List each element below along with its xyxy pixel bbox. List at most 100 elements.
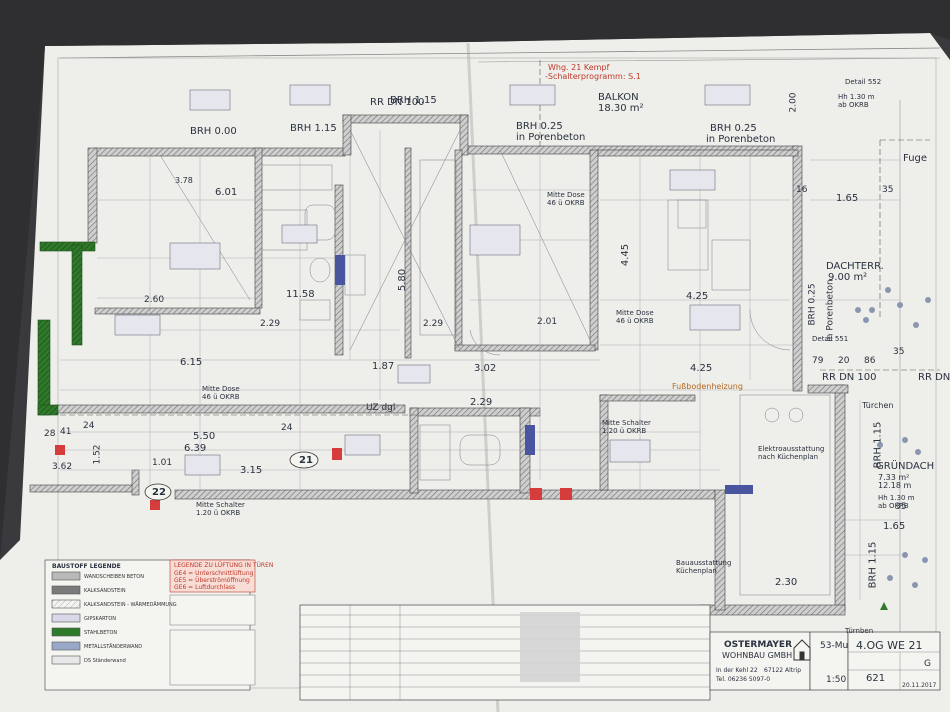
mitte-schalter-a: Mitte Schalter (196, 501, 245, 509)
dim-229-b: 2.29 (423, 319, 444, 329)
brh-115-b: BRH 1.15 (390, 95, 437, 106)
brh-025-a: BRH 0.25 (516, 121, 563, 132)
dim-362: 3.62 (52, 462, 73, 472)
gruendach-name: GRÜNDACH (876, 461, 935, 472)
hh-130-b: Hh 1.30 m (878, 494, 915, 502)
fuge-label: Fuge (903, 153, 928, 164)
balkon-name: BALKON (598, 92, 639, 103)
dim-28: 28 (44, 429, 56, 439)
legend-row-1: WANDSCHEIBEN BETON (84, 574, 144, 580)
brh-000: BRH 0.00 (190, 126, 237, 137)
legend-row-2: KALKSANDSTEIN (84, 588, 126, 594)
dachterr-name: DACHTERR. (826, 261, 884, 272)
dim-20: 20 (838, 356, 850, 366)
dim-86: 86 (864, 356, 876, 366)
plan-index: G (924, 659, 931, 669)
company-name-2: WOHNBAU GMBH (722, 651, 793, 660)
dim-24-a: 24 (83, 421, 95, 431)
dim-639: 6.39 (184, 443, 207, 454)
gruendach-area2: 12.18 m (878, 481, 912, 490)
ab-okrb-b: ab OKRB (878, 502, 909, 510)
project-code: 53-Mu (820, 641, 849, 651)
dim-601: 6.01 (215, 187, 238, 198)
brh-115-bottom: BRH 1.15 (867, 541, 879, 589)
mitte-dose-a: Mitte Dose (202, 385, 240, 393)
tuernben-label: Türnben (845, 627, 874, 635)
ventilation-legend-1: GE4 = Unterschnittlüftung (174, 570, 254, 577)
legend-row-5: STAHLBETON (84, 630, 118, 636)
dim-79: 79 (812, 356, 824, 366)
legend-row-4: GIPSKARTON (84, 616, 116, 622)
dim-229-a: 2.29 (260, 319, 281, 329)
elektro-label: Elektroausstattung (758, 445, 825, 453)
okrb-46-b: 46 ü OKRB (616, 317, 654, 325)
porenbeton-c: in Porenbeton (825, 279, 836, 342)
switch-program-label: -Schalterprogramm: S.1 (545, 72, 641, 81)
dim-260: 2.60 (144, 295, 165, 305)
marker-22: 22 (152, 487, 166, 498)
porenbeton-b: in Porenbeton (706, 134, 776, 145)
dim-229-c: 2.29 (470, 397, 493, 408)
dim-16: 16 (796, 185, 808, 195)
okrb-46-c: 46 ü OKRB (547, 199, 585, 207)
dim-302: 3.02 (474, 363, 497, 374)
mitte-dose-c: Mitte Dose (547, 191, 585, 199)
okrb-46-a: 46 ü OKRB (202, 393, 240, 401)
dim-35-b: 35 (893, 347, 905, 357)
plan-date: 20.11.2017 (902, 682, 937, 689)
marker-21: 21 (299, 455, 313, 466)
dim-1158: 11.58 (286, 289, 315, 300)
dim-315: 3.15 (240, 465, 263, 476)
ventilation-legend-title: LEGENDE ZU LÜFTUNG IN TÜREN (174, 562, 274, 569)
dim-165-b: 1.65 (883, 521, 906, 532)
legend-row-7: DS Ständerwand (84, 658, 126, 664)
dim-35-c: 35 (895, 502, 907, 512)
mitte-schalter-b: Mitte Schalter (602, 419, 651, 427)
company-phone: Tel. 06236 5097-0 (716, 676, 771, 683)
dim-187: 1.87 (372, 361, 395, 372)
dim-201: 2.01 (537, 317, 558, 327)
balkon-area: 18.30 m² (598, 103, 644, 114)
ventilation-legend-2: GE5 = Überströmöffnung (174, 577, 250, 584)
kuechenplan2-label: Küchenplan (676, 567, 717, 575)
dim-35-a: 35 (882, 185, 894, 195)
dim-200: 2.00 (788, 92, 799, 113)
company-name: OSTERMAYER (724, 640, 793, 650)
okrb-120-a: 1.20 ü OKRB (196, 509, 241, 517)
paper-sheet (0, 33, 950, 712)
dim-152: 1.52 (92, 444, 103, 465)
ab-okrb-a: ab OKRB (838, 101, 869, 109)
company-address: In der Kehl 22 (716, 667, 758, 674)
company-city: 67122 Altrip (764, 667, 802, 674)
brh-115-a: BRH 1.15 (290, 123, 337, 134)
gruendach-area: 7.33 m² (878, 473, 910, 482)
dim-230: 2.30 (775, 577, 798, 588)
dim-580: 5.80 (397, 268, 409, 292)
detail-551: Detail 551 (812, 335, 849, 343)
dim-101: 1.01 (152, 458, 173, 468)
dim-41: 41 (60, 427, 72, 437)
legend-row-6: METALLSTÄNDERWAND (84, 644, 143, 650)
dim-165-a: 1.65 (836, 193, 859, 204)
legend-title: BAUSTOFF LEGENDE (52, 563, 121, 570)
uz-dgl: UZ dgl (366, 403, 396, 413)
hh-130-a: Hh 1.30 m (838, 93, 875, 101)
dim-550: 5.50 (193, 431, 216, 442)
bauausstattung-label: Bauausstattung (676, 559, 732, 567)
rr-dn-right: RR DN (918, 372, 950, 383)
tuerchen-label: Türchen (862, 401, 894, 410)
fussboden-label: Fußbodenheizung (672, 382, 743, 391)
okrb-120-b: 1.20 ü OKRB (602, 427, 647, 435)
dachterr-area: 9.00 m² (828, 272, 868, 283)
detail-552: Detail 552 (845, 78, 882, 86)
brh-025-c: BRH 0.25 (807, 283, 818, 326)
legend-row-3: KALKSANDSTEIN - WÄRMEDÄMMUNG (84, 602, 177, 608)
sheet-title: 4.OG WE 21 (856, 639, 923, 652)
brh-025-b: BRH 0.25 (710, 123, 757, 134)
plan-number: 621 (866, 673, 886, 684)
dim-425-a: 4.25 (686, 291, 709, 302)
rr-dn-100-right: RR DN 100 (822, 372, 877, 383)
porenbeton-a: in Porenbeton (516, 132, 586, 143)
kuechenplan-label: nach Küchenplan (758, 453, 819, 461)
